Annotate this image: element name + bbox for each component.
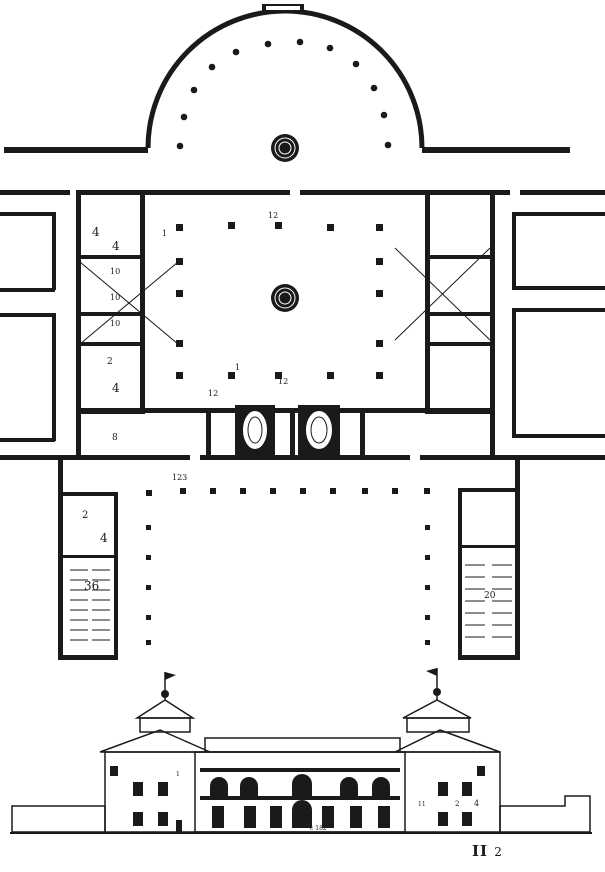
label-2: 2 [82,510,88,521]
exedra-semicircle [4,4,570,162]
label-2: 2 [107,357,113,367]
stable-stalls-right [465,564,512,638]
label-36: 36 [84,579,99,593]
elevation-label-2: 2 [455,800,459,808]
label-10: 10 [110,293,120,302]
plan-labels: 4 4 4 2 4 10 10 10 8 2 36 20 12 12 12 12… [82,211,496,601]
label-8: 8 [112,433,118,443]
main-block-walls [0,190,605,460]
label-4: 4 [112,239,120,253]
flag-right [426,668,441,700]
vault-crosses [79,247,491,345]
label-12: 12 [278,377,288,386]
label-1: 1 [235,363,240,372]
label-12: 12 [208,389,218,398]
label-1: 1 [162,229,167,238]
exedra-well [271,134,299,162]
label-4: 4 [112,381,120,395]
elevation-label-11: 11 [418,801,426,808]
label-4: 4 [100,531,108,545]
atrium-well [271,284,299,312]
label-20: 20 [484,591,496,601]
oval-staircases [235,405,340,455]
forecourt [58,460,520,660]
atrium-columns [176,222,383,379]
plate-sheet-number: 2 [494,845,503,859]
elevation-windows [110,766,485,826]
elevation-scale-label: c 182 [310,825,327,832]
label-12: 12 [268,211,278,220]
front-elevation: c 182 11 2 4 1 [10,668,592,834]
exedra-colonnade [176,38,392,150]
plate-roman-numeral: II [472,842,489,860]
stable-stalls-left [70,569,110,641]
label-4: 4 [92,225,100,239]
elevation-arcade [200,768,400,828]
label-123: 123 [172,473,187,482]
elevation-label-4: 4 [474,799,479,808]
elevation-label-1: 1 [176,771,180,778]
flag-left [161,672,176,700]
label-10: 10 [110,267,120,276]
plate-number: II 2 [472,842,503,860]
label-10: 10 [110,319,120,328]
